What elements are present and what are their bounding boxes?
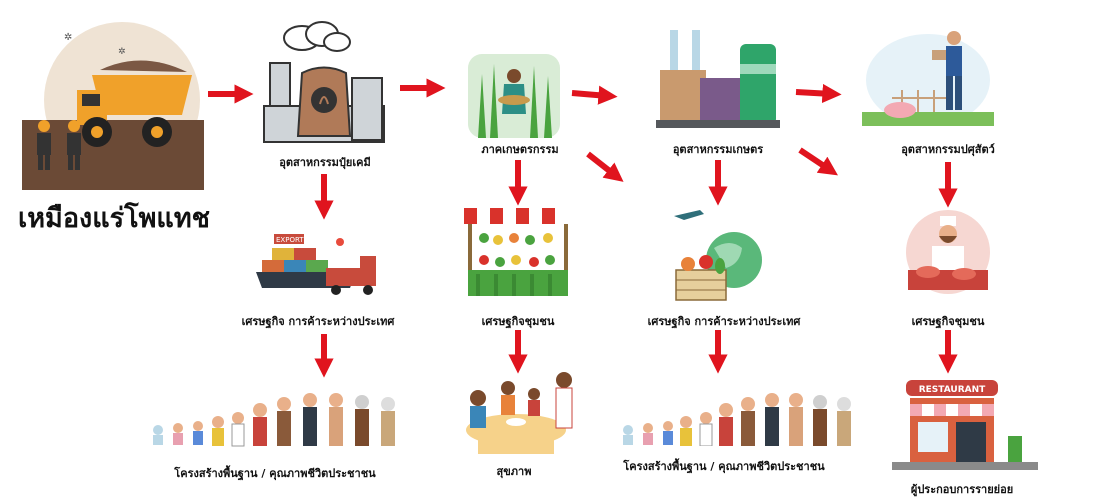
label-livestock-industry: อุตสาหกรรมปศุสัตว์ [901,143,995,156]
restaurant-icon: RESTAURANT [892,376,1038,472]
label-infrastructure-1: โครงสร้างพื้นฐาน / คุณภาพชีวิตประชาชน [174,467,376,480]
label-community-economy-1: เศรษฐกิจชุมชน [481,315,555,328]
label-infrastructure-2: โครงสร้างพื้นฐาน / คุณภาพชีวิตประชาชน [623,460,825,473]
people-group-icon-1 [150,388,402,448]
fertilizer-factory-icon [262,18,388,146]
label-small-business: ผู้ประกอบการรายย่อย [910,483,1014,496]
market-stall-icon [464,208,572,304]
label-fertilizer-industry: อุตสาหกรรมปุ๋ยเคมี [279,156,371,169]
arrow-agriculture-to-agro [571,85,618,105]
globe-export-crate-icon [670,208,766,302]
agriculture-icon [468,54,560,138]
cargo-ship-export-icon: EXPORT [256,226,396,306]
mine-title: เหมืองแร่โพแทช [18,203,210,234]
arrow-agriculture-diagonal [586,151,624,182]
family-dining-icon [456,370,580,456]
agro-industry-factory-icon [656,30,780,130]
label-international-trade-1: เศรษฐกิจ การค้าระหว่างประเทศ [241,315,395,328]
label-agriculture: ภาคเกษตรกรรม [481,143,559,156]
people-group-icon-2 [620,388,858,446]
label-health: สุขภาพ [496,465,532,478]
label-agro-industry: อุตสาหกรรมเกษตร [672,143,764,156]
arrow-agro-diagonal [798,147,838,176]
svg-text:✲: ✲ [64,32,72,43]
label-international-trade-2: เศรษฐกิจ การค้าระหว่างประเทศ [647,315,801,328]
livestock-farmer-icon [862,20,994,128]
svg-text:✲: ✲ [118,47,126,57]
restaurant-sign-text: RESTAURANT [919,385,986,395]
potash-mine-illustration: ✲ ✲ [22,20,204,190]
label-community-economy-2: เศรษฐกิจชุมชน [911,315,985,328]
butcher-icon [898,208,998,296]
arrow-agro-to-livestock [795,83,842,104]
export-sign-text: EXPORT [276,236,304,244]
